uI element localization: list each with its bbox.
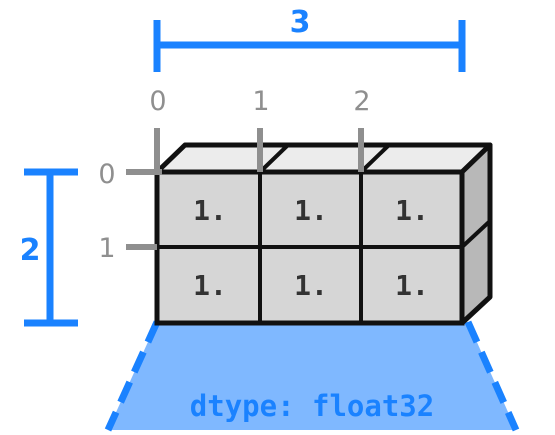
row-dimension-bracket: 2	[20, 168, 78, 327]
dtype-right-dashed-edge	[464, 320, 520, 432]
dtype-trapezoid	[108, 322, 516, 430]
dtype-label: dtype: float32	[190, 389, 434, 423]
column-index-label: 1	[252, 86, 269, 117]
block-side-divider	[460, 219, 492, 249]
row-count-label: 2	[20, 233, 41, 268]
cell-value: 1.	[395, 269, 429, 302]
column-index-label: 2	[353, 86, 370, 117]
cell-value: 1.	[193, 269, 227, 302]
block-top-divider	[258, 143, 290, 174]
dtype-panel: dtype: float32	[104, 320, 520, 432]
column-index-label: 0	[149, 86, 166, 117]
column-dimension-bracket: 3	[153, 5, 466, 72]
block-top-face	[154, 142, 493, 175]
dtype-left-dashed-edge	[104, 320, 161, 432]
block-top-divider	[359, 143, 391, 174]
cell-value: 1.	[294, 269, 328, 302]
column-count-label: 3	[290, 5, 311, 40]
cell-value: 1.	[294, 194, 328, 227]
cell-value: 1.	[193, 194, 227, 227]
array-block: 1. 1. 1. 1. 1. 1.	[126, 135, 493, 326]
row-index-label: 1	[98, 233, 115, 264]
row-index-label: 0	[98, 159, 115, 190]
cell-value: 1.	[395, 194, 429, 227]
